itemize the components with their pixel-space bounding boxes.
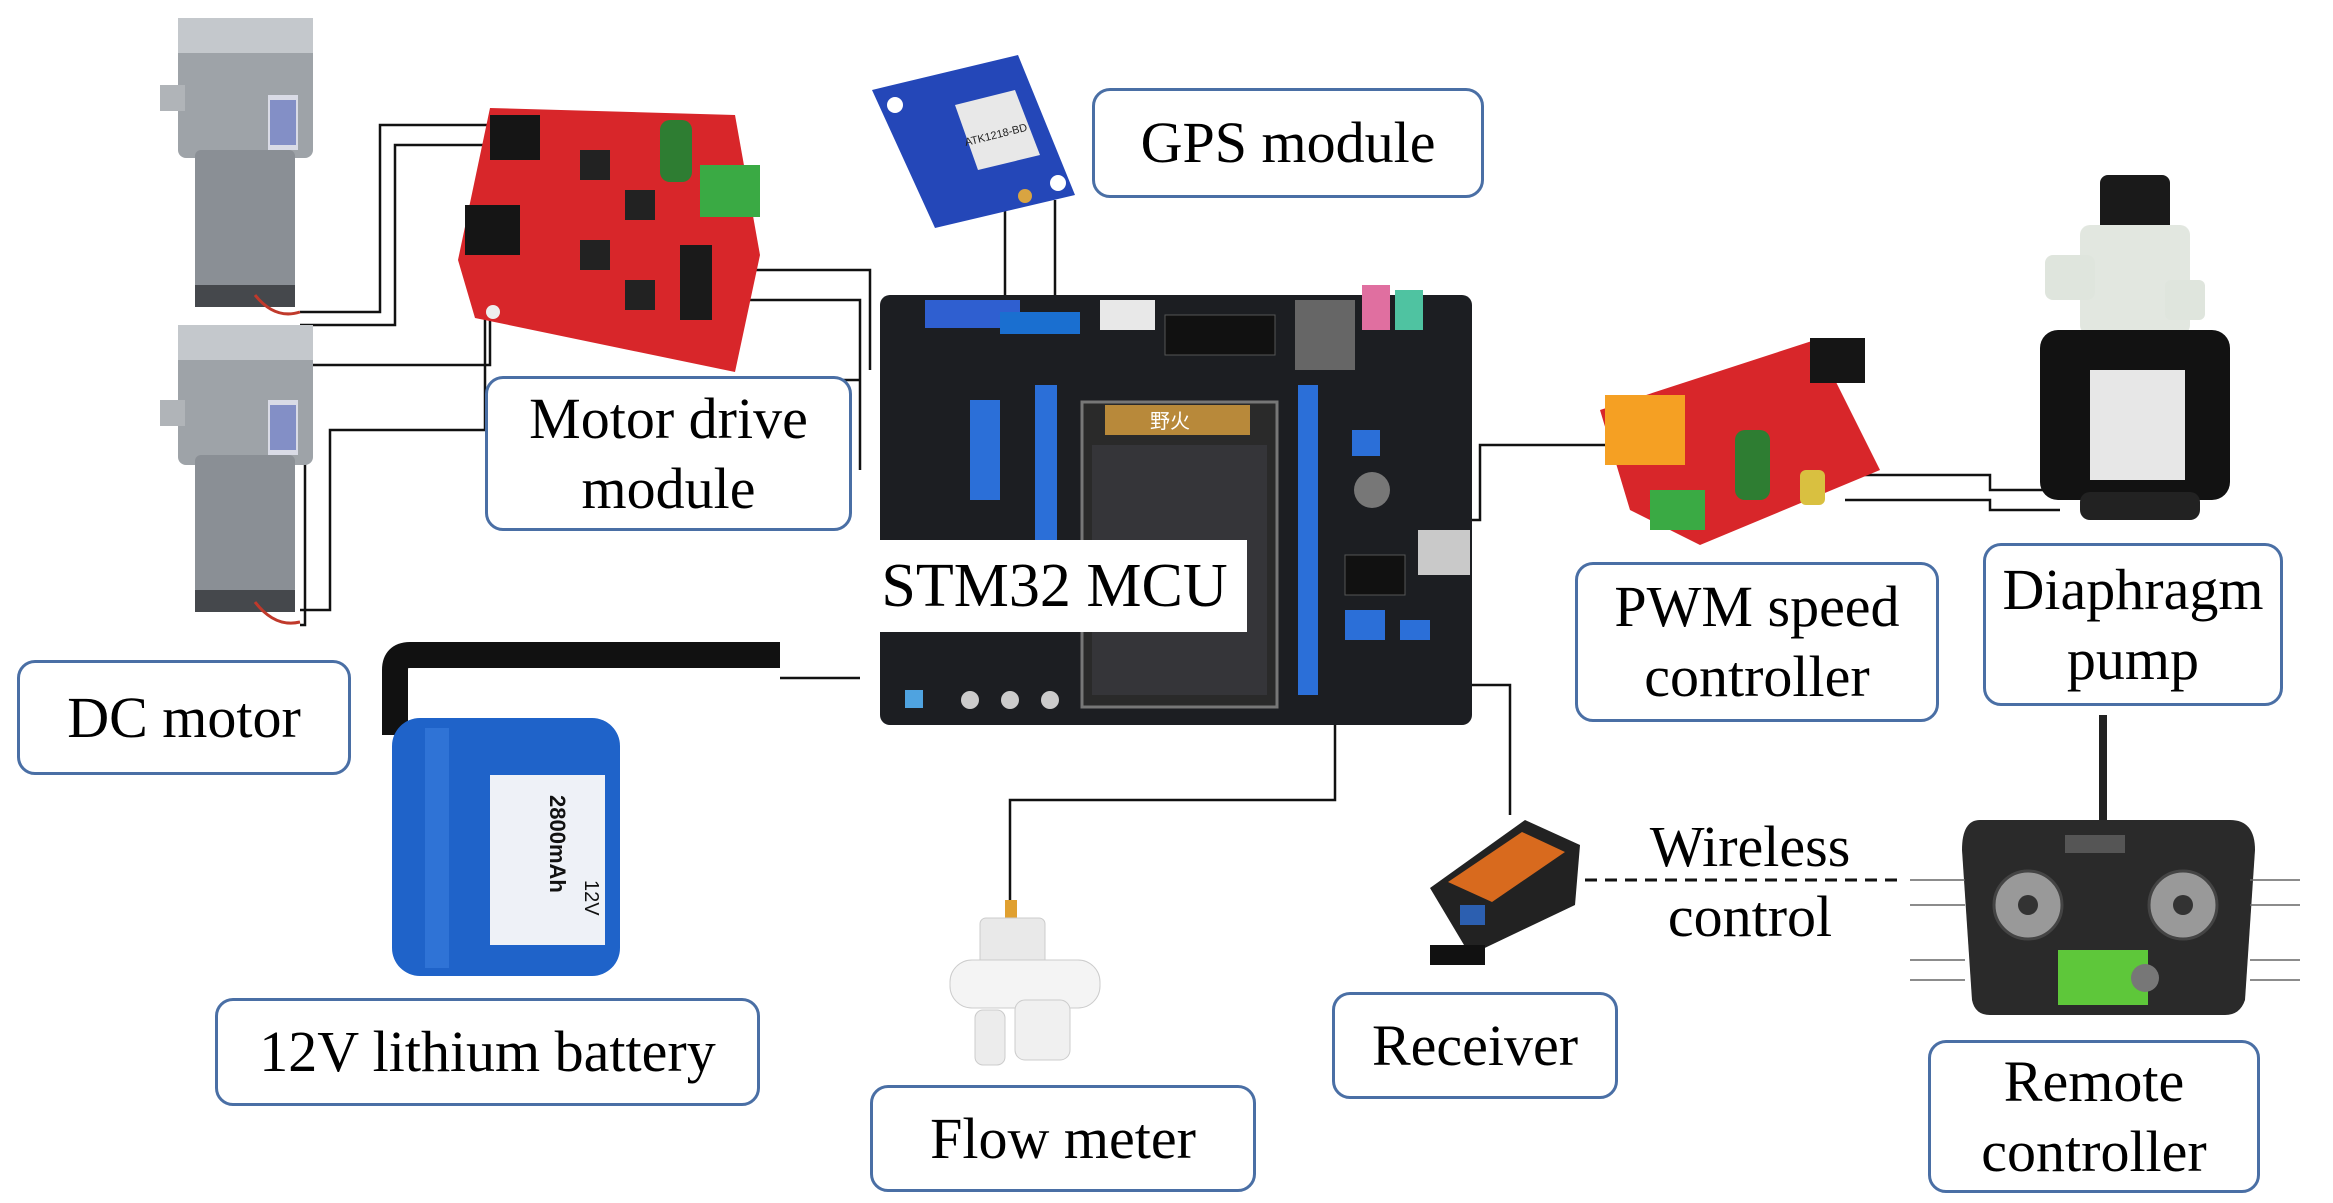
gps-module-image: ATK1218-BD [872, 55, 1075, 228]
battery-label: 12V lithium battery [215, 998, 760, 1106]
remote-controller-label: Remote controller [1928, 1040, 2260, 1193]
gps-module-label: GPS module [1092, 88, 1484, 198]
receiver-image [1430, 820, 1580, 965]
pwm-controller-image [1600, 338, 1880, 545]
stm32-board-image: 野火 [880, 285, 1472, 725]
dc-motor-image-1 [160, 18, 313, 316]
motor-drive-board-image [458, 108, 760, 372]
dc-motor-image-2 [160, 325, 313, 625]
diaphragm-pump-label: Diaphragm pump [1983, 543, 2283, 706]
diaphragm-pump-image [2040, 175, 2230, 520]
battery-voltage-print: 12V [580, 880, 602, 916]
flow-meter-label: Flow meter [870, 1085, 1256, 1192]
receiver-label: Receiver [1332, 992, 1618, 1099]
battery-image: 2800mAh 12V [382, 642, 780, 976]
stm32-mcu-label: STM32 MCU [862, 540, 1247, 632]
flow-meter-image [949, 900, 1101, 1066]
wiring [300, 123, 2060, 905]
wireless-control-label: Wireless control [1649, 814, 1851, 949]
board-logo-print: 野火 [1150, 411, 1190, 433]
pwm-speed-controller-label: PWM speed controller [1575, 562, 1939, 722]
remote-controller-image [1910, 715, 2300, 1015]
dc-motor-label: DC motor [17, 660, 351, 775]
motor-drive-module-label: Motor drive module [485, 376, 852, 531]
battery-capacity-print: 2800mAh [545, 795, 570, 893]
